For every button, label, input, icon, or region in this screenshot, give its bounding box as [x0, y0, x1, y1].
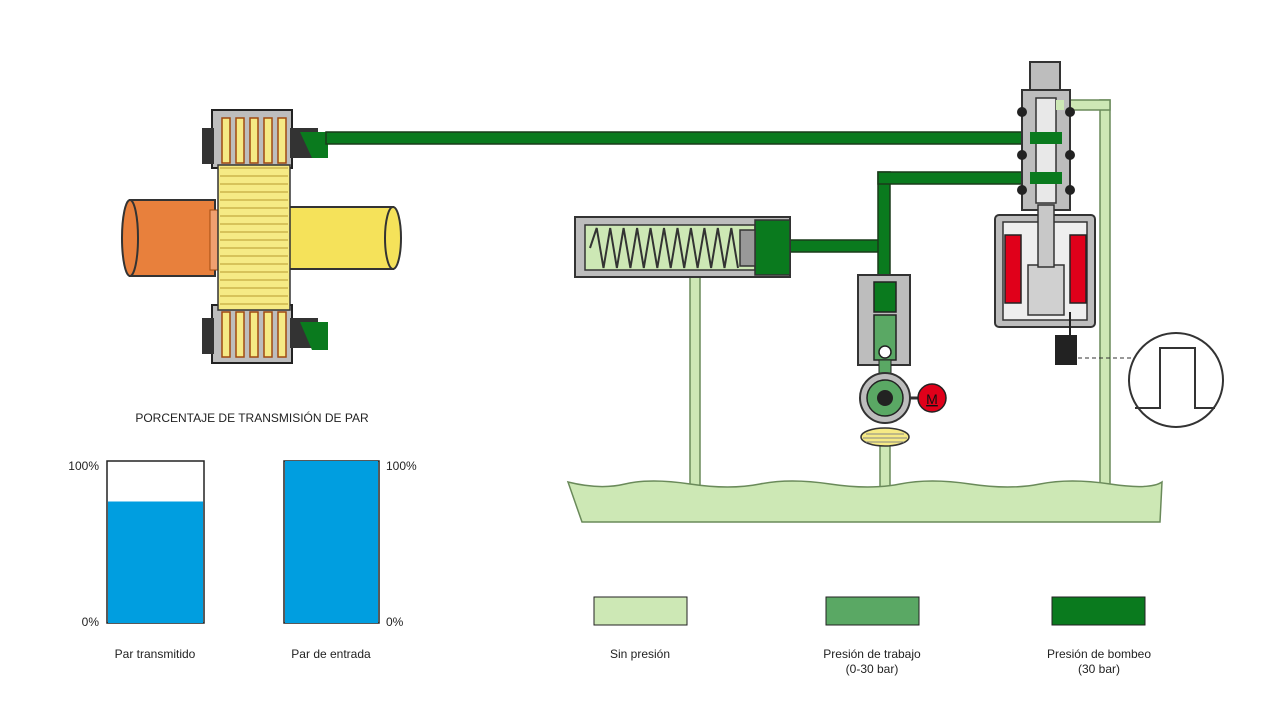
piston-seal-top-left	[202, 128, 214, 164]
valve-seal-6	[1065, 185, 1075, 195]
pipe-pump-to-valve	[877, 171, 1033, 185]
clutch-plate-bottom	[277, 311, 287, 358]
solenoid-coil-left	[1004, 234, 1022, 304]
pipe-accumulator-out	[785, 239, 887, 253]
oil-reservoir	[566, 480, 1163, 523]
accumulator-piston	[739, 229, 756, 267]
clutch-plate-bottom	[249, 311, 259, 358]
gauge-entrada-bottom-label: 0%	[386, 615, 404, 629]
accumulator-spring	[589, 227, 739, 269]
clutch-plate-top	[263, 117, 273, 164]
valve-seal-1	[1017, 107, 1027, 117]
solenoid-connector	[1055, 335, 1077, 365]
gauge-entrada-top-label: 100%	[386, 459, 417, 473]
gauge-entrada-fill	[285, 461, 378, 623]
suction-line	[879, 439, 891, 491]
gauge-transmitido-fill	[108, 501, 203, 623]
output-shaft	[284, 206, 394, 270]
suction-filter	[860, 427, 910, 447]
control-valve	[994, 61, 1096, 365]
legend-presion-bombeo-line1: Presión de bombeo	[1046, 647, 1152, 661]
valve-seal-4	[1065, 150, 1075, 160]
suction-filter-mesh	[863, 433, 907, 443]
return-line-accumulator	[689, 275, 701, 491]
valve-pressure-port-2	[1030, 172, 1062, 184]
legend-presion-bombeo-label: Presión de bombeo (30 bar)	[999, 647, 1199, 677]
valve-seal-5	[1017, 185, 1027, 195]
clutch-hub	[217, 164, 291, 311]
clutch-plate-bottom	[221, 311, 231, 358]
pipe-clutch-to-valve	[325, 131, 1033, 145]
gauge-transmitido-top-label: 100%	[68, 459, 99, 473]
legend-presion-trabajo-line2: (0-30 bar)	[845, 662, 899, 676]
clutch-plate-top	[277, 117, 287, 164]
pump-shaft	[877, 390, 893, 406]
solenoid-plunger	[1037, 204, 1055, 268]
legend-sin-presion-swatch	[593, 596, 688, 626]
clutch-plate-top	[235, 117, 245, 164]
legend-presion-bombeo-line2: (30 bar)	[1077, 662, 1121, 676]
pwm-scope	[1128, 332, 1224, 428]
gauge-transmitido-bottom-label: 0%	[81, 615, 99, 629]
clutch-assembly	[121, 109, 402, 364]
solenoid-coil-right	[1069, 234, 1087, 304]
valve-cap	[1029, 61, 1061, 93]
clutch-plates	[220, 117, 288, 358]
clutch-plate-top	[249, 117, 259, 164]
accumulator-pressure-zone	[754, 219, 791, 276]
valve-seal-3	[1017, 150, 1027, 160]
gauge-transmitido-label: Par transmitido	[114, 647, 196, 661]
input-shaft-end	[121, 199, 139, 277]
gauge-entrada-label: Par de entrada	[291, 647, 371, 661]
valve-spool-bore	[1035, 97, 1057, 204]
clutch-chamber-top	[300, 132, 328, 158]
motor-icon	[917, 383, 947, 413]
output-shaft-end	[384, 206, 402, 270]
legend-sin-presion-label: Sin presión	[540, 647, 740, 662]
clutch-chamber-bottom	[300, 322, 328, 350]
valve-pressure-port-1	[1030, 132, 1062, 144]
motor-label: M	[926, 391, 938, 407]
clutch-plate-bottom	[235, 311, 245, 358]
clutch-plate-bottom	[263, 311, 273, 358]
clutch-plate-top	[221, 117, 231, 164]
legend-presion-trabajo-line1: Presión de trabajo	[823, 647, 921, 661]
input-shaft	[129, 199, 216, 277]
pipe-pump-riser	[877, 171, 891, 281]
pump-assembly: M	[857, 274, 947, 447]
check-valve-pressure	[873, 281, 897, 313]
solenoid-armature	[1027, 264, 1065, 316]
legend-presion-bombeo-swatch	[1051, 596, 1146, 626]
pressure-legend	[593, 596, 1146, 626]
valve-low-port	[1056, 100, 1064, 110]
legend-presion-trabajo-label: Presión de trabajo (0-30 bar)	[772, 647, 972, 677]
legend-presion-trabajo-swatch	[825, 596, 920, 626]
torque-gauges	[106, 460, 380, 624]
legend-sin-presion-line1: Sin presión	[609, 647, 671, 661]
pwm-signal	[1078, 332, 1224, 428]
chart-title: PORCENTAJE DE TRANSMISIÓN DE PAR	[135, 411, 369, 425]
piston-seal-bottom-left	[202, 318, 214, 354]
valve-seal-2	[1065, 107, 1075, 117]
return-line-right	[1099, 99, 1111, 493]
pwm-waveform-icon	[1135, 347, 1215, 409]
check-valve-ball	[878, 345, 892, 359]
accumulator	[574, 216, 791, 278]
